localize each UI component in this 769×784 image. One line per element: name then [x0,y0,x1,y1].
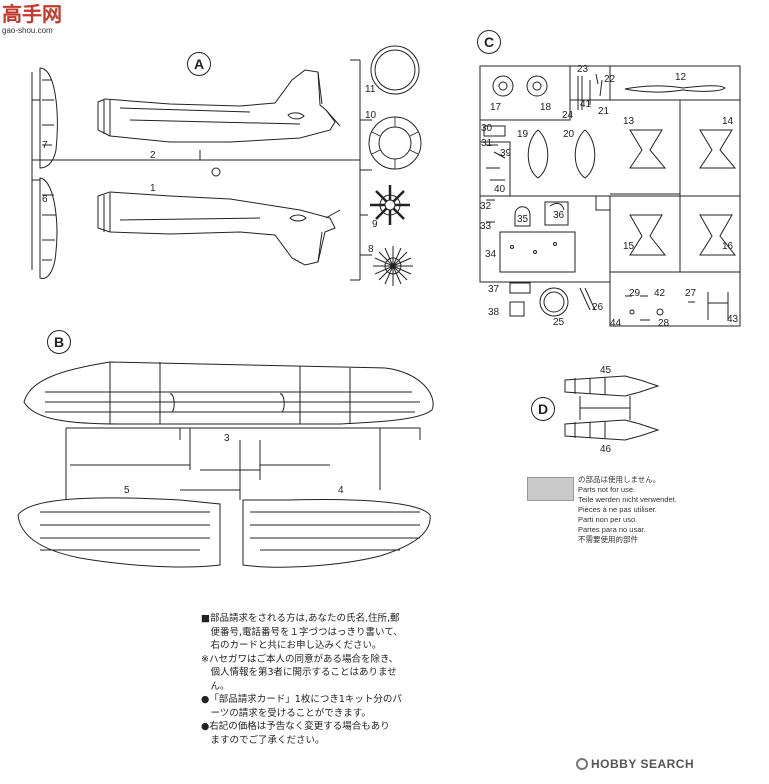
part-num: 18 [540,102,552,113]
part-num: 33 [480,221,492,232]
part-num: 14 [722,116,734,127]
part-num: 16 [722,241,734,252]
part-num: 41 [580,99,592,110]
part-num: 25 [553,317,565,328]
part-num: 5 [124,485,130,496]
note-line: ●「部品請求カード」1枚につき1キット分のパ [201,694,402,705]
note-line: ますのでご了承ください。 [201,734,325,746]
part-num: 38 [488,307,500,318]
legend-line: Pièces à ne pas utiliser. [578,505,657,514]
part-num: 35 [517,214,529,225]
part-num: 22 [604,74,616,85]
part-num: 8 [368,244,374,255]
note-line: 個人情報を第3者に開示することはありませ [201,667,397,678]
part-num: 7 [42,140,48,151]
part-num: 13 [623,116,635,127]
legend-line: 不需要使用的部件 [578,535,638,544]
part-num: 36 [553,210,565,221]
part-num: 32 [480,201,492,212]
legend-line: Partes para no usar. [578,525,646,534]
note-line: 右のカードと共にお申し込みください。 [201,640,382,651]
part-num: 11 [365,84,376,95]
sprue-a-label: A [187,52,211,76]
site-url: gao-shou.com [2,26,53,35]
legend-line: Parts not for use. [578,485,636,494]
unused-parts-swatch [527,477,574,501]
part-num: 37 [488,284,500,295]
part-num: 23 [577,64,589,75]
hobby-search-watermark: HOBBY SEARCH [576,757,694,771]
part-num: 43 [727,314,739,325]
part-num: 9 [372,219,378,230]
part-num: 19 [517,129,529,140]
part-num: 44 [610,318,622,329]
part-num: 26 [592,302,604,313]
part-num: 42 [654,288,666,299]
sprue-c-label: C [477,30,501,54]
sprue-d-label: D [531,397,555,421]
sprue-b-label: B [47,330,71,354]
part-num: 40 [494,184,506,195]
note-line: ■部品請求をされる方は,あなたの氏名,住所,郵 [201,613,400,624]
part-num: 3 [224,433,230,444]
site-logo: 高手网 [2,2,62,26]
note-line: ーツの請求を受けることができます。 [201,707,371,719]
legend-line: Teile werden nicht verwendet. [578,495,677,504]
legend-line: の部品は使用しません。 [578,475,661,484]
part-num: 15 [623,241,635,252]
part-num: 29 [629,288,641,299]
part-num: 6 [42,194,48,205]
part-num: 28 [658,318,670,329]
sprue-a-art [31,45,422,286]
part-num: 21 [598,106,610,117]
part-numbers: 2 1 7 6 11 10 9 8 3 5 4 12 17 18 23 22 4… [42,64,739,496]
part-num: 17 [490,102,502,113]
part-num: 10 [365,110,377,121]
part-num: 12 [675,72,687,83]
note-line: ●右記の価格は予告なく変更する場合もあり [201,721,390,732]
sprue-c-art [479,65,741,327]
unused-parts-legend: の部品は使用しません。 Parts not for use. Teile wer… [578,475,677,545]
part-num: 27 [685,288,697,299]
part-num: 24 [562,110,574,121]
sprue-b-art [17,361,434,568]
hobby-search-text: HOBBY SEARCH [591,757,695,771]
part-num: 20 [563,129,575,140]
part-num: 30 [481,123,493,134]
note-line: ※ハセガワはご本人の同意がある場合を除き、 [201,653,399,665]
note-line: ん。 [201,680,230,692]
sprue-d-art [564,375,660,441]
legend-line: Parti non per uso. [578,515,638,524]
part-num: 31 [481,138,493,149]
part-num: 45 [600,365,612,376]
part-num: 39 [500,148,512,159]
part-num: 46 [600,444,612,455]
part-num: 4 [338,485,344,496]
part-num: 2 [150,150,156,161]
part-num: 1 [150,183,156,194]
hobby-search-icon [576,758,588,770]
parts-request-notes: ■部品請求をされる方は,あなたの氏名,住所,郵 便番号,電話番号を１字づつはっき… [201,612,471,747]
part-num: 34 [485,249,497,260]
note-line: 便番号,電話番号を１字づつはっきり書いて、 [201,626,403,638]
